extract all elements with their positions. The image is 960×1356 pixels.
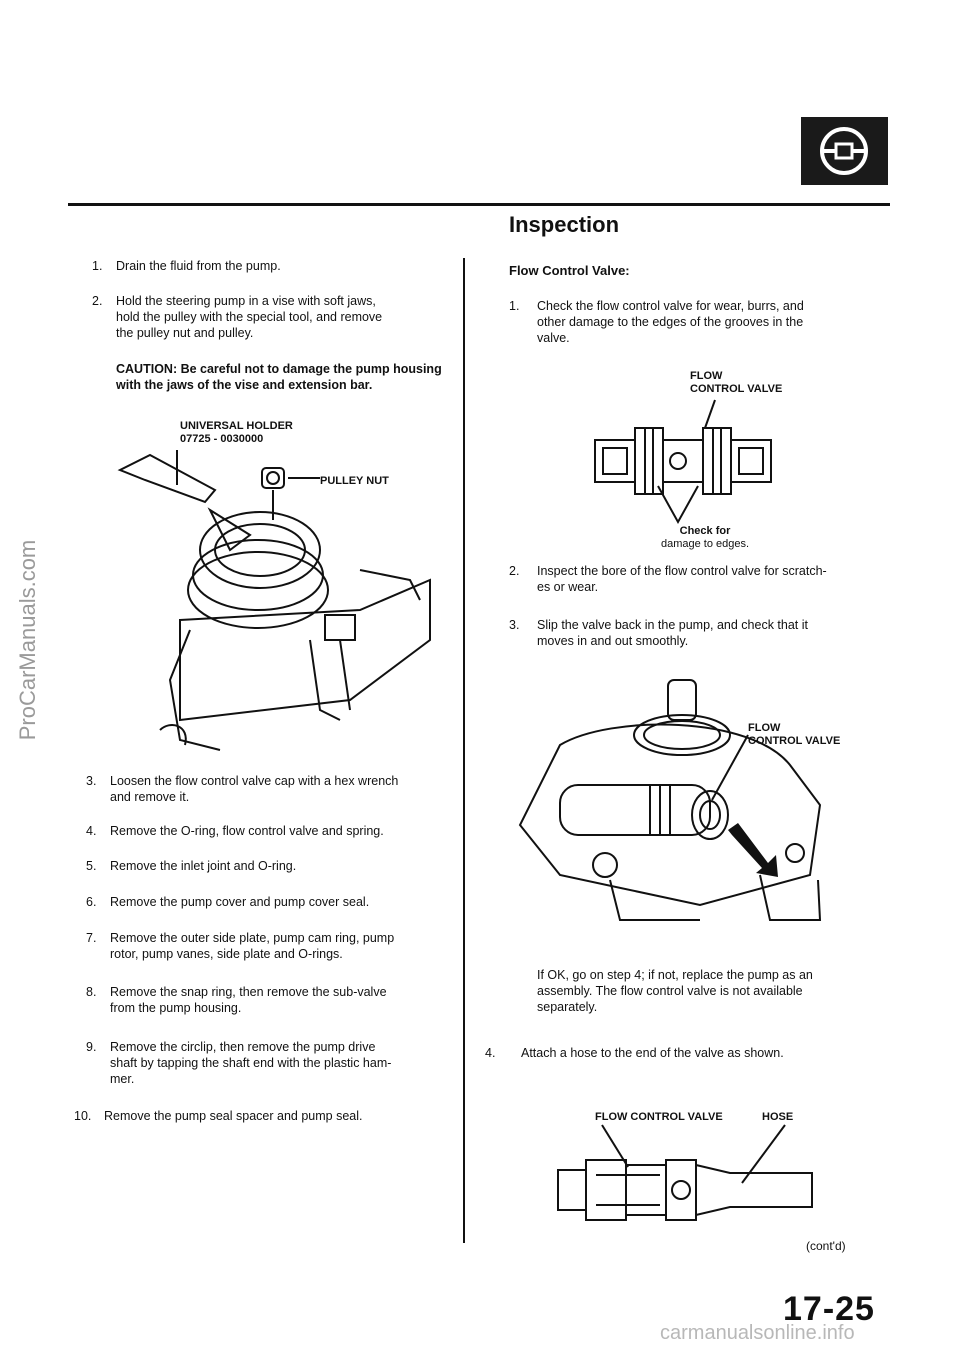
- step-text: Remove the circlip, then remove the pump…: [110, 1040, 392, 1086]
- tool-label: UNIVERSAL HOLDER 07725 - 0030000: [180, 420, 293, 446]
- step-text: Remove the outer side plate, pump cam ri…: [110, 931, 395, 961]
- step-text: Remove the pump seal spacer and pump sea…: [104, 1109, 363, 1123]
- hose-label: HOSE: [762, 1111, 794, 1123]
- fcv-label-3: FLOW CONTROL VALVE: [595, 1111, 723, 1123]
- section-title: Inspection: [509, 212, 620, 237]
- steering-wheel-icon: [820, 127, 868, 175]
- fcv-label-2: FLOW CONTROL VALVE: [748, 722, 840, 748]
- pump-removal-illustration: [117, 450, 431, 751]
- column-divider: [463, 258, 465, 1243]
- step-number: 7.: [86, 931, 97, 945]
- flow-control-valve-subhead: Flow Control Valve:: [509, 263, 630, 278]
- side-watermark: ProCarManuals.com: [15, 539, 40, 741]
- check-caption: Check for damage to edges.: [640, 525, 770, 551]
- step-text: Inspect the bore of the flow control val…: [537, 564, 827, 594]
- step-text: Remove the snap ring, then remove the su…: [110, 985, 387, 1015]
- page-number: 17-25: [783, 1290, 875, 1328]
- caution-note: CAUTION: Be careful not to damage the pu…: [116, 362, 442, 392]
- step-text: Remove the O-ring, flow control valve an…: [110, 824, 384, 838]
- step-number: 1.: [509, 299, 520, 313]
- ok-note: If OK, go on step 4; if not, replace the…: [537, 968, 813, 1014]
- step-number: 5.: [86, 859, 97, 873]
- step-number: 2.: [92, 294, 103, 308]
- continued-label: (cont'd): [806, 1239, 846, 1253]
- fcv2-label-line1: FLOW: [748, 722, 781, 734]
- step-text: Remove the pump cover and pump cover sea…: [110, 895, 370, 909]
- pump-valve-insertion-illustration: [518, 679, 822, 921]
- step-text: Check the flow control valve for wear, b…: [537, 299, 804, 345]
- step-text: Remove the inlet joint and O-ring.: [110, 859, 297, 873]
- step-text: Slip the valve back in the pump, and che…: [537, 618, 808, 648]
- step-number: 6.: [86, 895, 97, 909]
- tool-name: UNIVERSAL HOLDER: [180, 420, 293, 432]
- step-number: 4.: [86, 824, 97, 838]
- check-caption-line1: Check for: [679, 525, 731, 537]
- fcv-label-line2: CONTROL VALVE: [690, 383, 783, 395]
- step-text: Loosen the flow control valve cap with a…: [110, 774, 399, 804]
- step-number: 1.: [92, 259, 103, 273]
- check-caption-line2: damage to edges.: [660, 538, 750, 550]
- step-number: 3.: [86, 774, 97, 788]
- fcv-label-1: FLOW CONTROL VALVE: [690, 370, 782, 396]
- step-number: 9.: [86, 1040, 97, 1054]
- step-number: 8.: [86, 985, 97, 999]
- steering-section-icon: [801, 117, 888, 185]
- fcv-label-line1: FLOW: [690, 370, 723, 382]
- step-text: Drain the fluid from the pump.: [116, 259, 281, 273]
- valve-hose-illustration: [557, 1124, 813, 1221]
- step-number: 2.: [509, 564, 520, 578]
- step-number: 3.: [509, 618, 520, 632]
- header-rule: [68, 203, 890, 206]
- pulley-nut-label: PULLEY NUT: [320, 475, 389, 487]
- footer-watermark: carmanualsonline.info: [660, 1322, 855, 1344]
- tool-part-number: 07725 - 0030000: [180, 433, 264, 445]
- step-number: 4.: [485, 1046, 496, 1060]
- step-number: 10.: [74, 1109, 92, 1123]
- fcv2-label-line2: CONTROL VALVE: [748, 735, 841, 747]
- step-text: Hold the steering pump in a vise with so…: [116, 294, 383, 340]
- step-text: Attach a hose to the end of the valve as…: [521, 1046, 784, 1060]
- flow-control-valve-illustration: [594, 399, 772, 525]
